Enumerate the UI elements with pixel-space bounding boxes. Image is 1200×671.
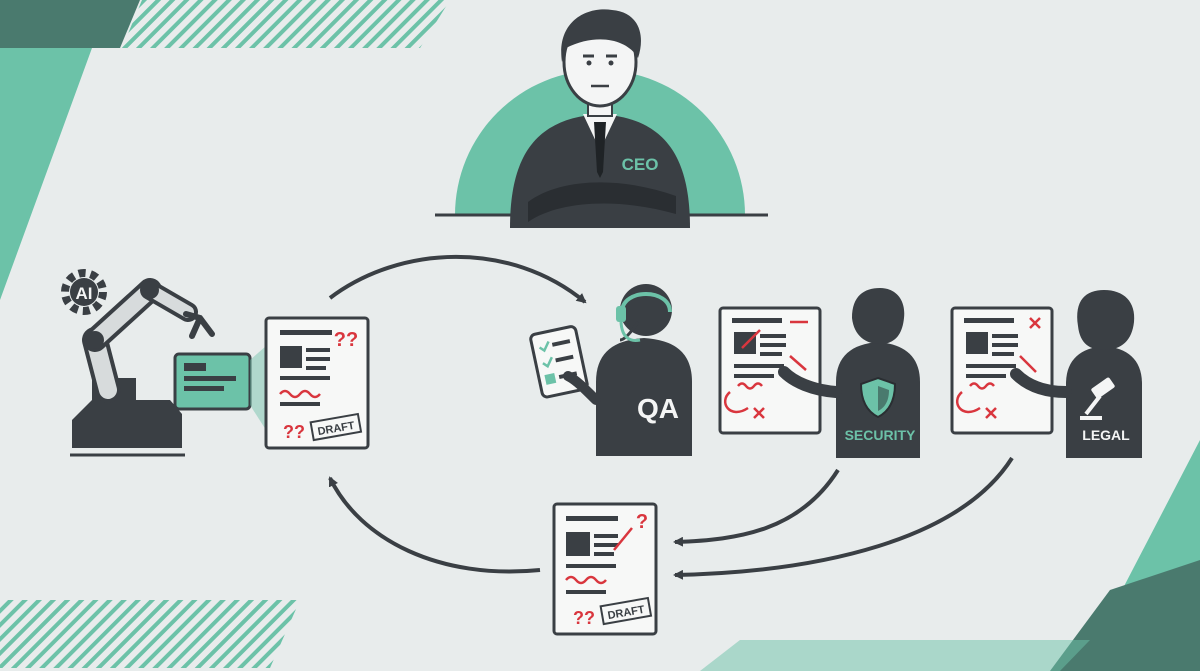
ai-label: AI bbox=[76, 284, 93, 303]
draft-stamp: DRAFT bbox=[599, 596, 653, 626]
arrow-draft-to-qa bbox=[328, 254, 587, 304]
draft-document: ?? ?? DRAFT bbox=[264, 316, 370, 450]
qa-label: QA bbox=[637, 393, 679, 424]
flow-arrows bbox=[328, 254, 1014, 580]
qa-reviewer: QA bbox=[529, 284, 692, 456]
gear-icon: AI bbox=[61, 269, 107, 315]
question-marks: ?? bbox=[334, 329, 358, 351]
revised-draft-document: ? ?? DRAFT bbox=[552, 502, 658, 636]
robot-arm-icon: AI bbox=[61, 269, 266, 457]
arrow-revised-to-draft bbox=[328, 476, 541, 574]
security-label: SECURITY bbox=[845, 427, 916, 443]
legal-reviewer: LEGAL bbox=[950, 290, 1142, 458]
ceo-label: CEO bbox=[622, 155, 659, 174]
arrow-security-to-revised bbox=[673, 468, 840, 547]
gavel-icon bbox=[1080, 377, 1115, 420]
arrow-legal-to-revised bbox=[673, 456, 1014, 580]
legal-label: LEGAL bbox=[1082, 427, 1130, 443]
security-reviewer: SECURITY bbox=[718, 288, 920, 458]
shield-icon bbox=[859, 376, 897, 419]
question-marks: ?? bbox=[573, 608, 595, 628]
question-marks: ?? bbox=[283, 422, 305, 442]
headset-icon bbox=[616, 292, 672, 342]
question-mark: ? bbox=[636, 511, 648, 533]
ceo-figure: CEO bbox=[435, 9, 768, 228]
draft-stamp: DRAFT bbox=[309, 412, 363, 442]
